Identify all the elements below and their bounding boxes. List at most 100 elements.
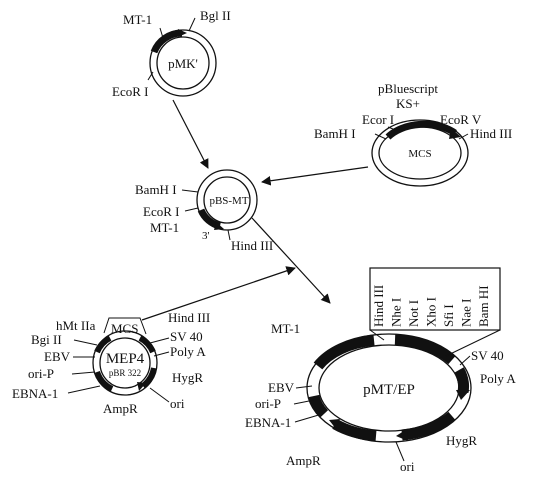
mep4-tick-bgl2 — [73, 339, 98, 346]
pbsmt-inner-ring — [203, 176, 251, 224]
pbluescript-label-hind3: Hind III — [470, 126, 512, 141]
pbsmt-label-3prime: 3' — [202, 230, 210, 242]
polylinker-box-frame — [369, 267, 501, 331]
mep4-label-orip: ori-P — [28, 366, 54, 381]
mep4-subname: pBR 322 — [109, 368, 141, 378]
pbsmt-label-hind3: Hind III — [231, 238, 273, 253]
mep4-tick-ebna1 — [67, 385, 101, 394]
mep4-inner-ring — [99, 337, 151, 389]
mep4-tick-orip — [71, 371, 96, 375]
pmk-tick-ecor1 — [147, 71, 154, 81]
pmtep-segment-sv40 — [454, 367, 470, 394]
pbsmt-tick-bamh1 — [181, 189, 199, 193]
pmk-label-bgl2: Bgl II — [200, 8, 231, 23]
pmtep-tick-sv40 — [459, 355, 471, 366]
pmtep-arrowhead-ampr — [329, 419, 340, 429]
pmk-insert-arrowhead — [178, 29, 187, 37]
pmtep-label-hygr: HygR — [446, 433, 477, 448]
pbsmt-label-bamh1: BamH I — [135, 182, 177, 197]
pmtep-tick-ebv — [295, 385, 313, 389]
mep4-tick-ori — [149, 387, 170, 403]
arrow-pbsmt-to-pmtep — [251, 217, 331, 304]
mep4-tick-polya — [153, 351, 170, 357]
pbluescript-outer-ring — [371, 119, 469, 187]
pmtep-segment-ampr — [332, 419, 377, 442]
polylinker-connector-left — [369, 329, 385, 341]
mep4-label-hmt2a: hMt IIa — [56, 318, 96, 333]
pmk-tick-mt1 — [159, 27, 164, 39]
pmk-label-mt1: MT-1 — [123, 12, 152, 27]
polylinker-site-0: Hind III — [371, 285, 386, 327]
pmtep-tick-ori — [395, 441, 405, 462]
pbsmt-tick-ecor1 — [184, 207, 199, 212]
mep4-label-ebv: EBV — [44, 349, 71, 364]
pmk-outer-ring — [149, 29, 217, 97]
pmtep-label-ori: ori — [400, 459, 415, 474]
pmtep-segment-hygr — [401, 411, 456, 441]
pmtep-tick-ebna1 — [294, 413, 323, 423]
pmtep-arrowhead-sv40 — [456, 390, 470, 400]
plasmid-pmtep: pMT/EP MT-1 SV 40 Poly A EBV ori-P EBNA-… — [245, 267, 516, 474]
mep4-label-mcs: MCS — [111, 321, 138, 336]
pmtep-label-sv40: SV 40 — [471, 348, 504, 363]
polylinker-site-6: Bam HI — [476, 285, 491, 327]
pbluescript-tick-ecor5 — [443, 126, 449, 131]
pbsmt-name: pBS-MT — [209, 195, 248, 207]
pbluescript-mcs-segment — [385, 120, 457, 140]
pbluescript-label-ecor5: EcoR V — [440, 112, 482, 127]
pmtep-outer-ring — [306, 333, 472, 443]
pbluescript-title-2: KS+ — [396, 96, 420, 111]
mep4-label-bgl2: Bgi II — [31, 332, 62, 347]
polylinker-connector-right — [445, 329, 501, 357]
pbluescript-tick-hind3 — [458, 133, 469, 140]
pmtep-label-orip: ori-P — [255, 396, 281, 411]
pmk-name: pMK' — [168, 56, 198, 71]
arrow-pbluescript-to-pbsmt — [261, 166, 369, 186]
pbluescript-mcs-label: MCS — [408, 148, 431, 160]
pmtep-name: pMT/EP — [363, 382, 415, 398]
pmk-tick-bgl2 — [188, 17, 196, 32]
pmtep-tick-orip — [293, 399, 315, 405]
pmtep-segment-ebna1 — [308, 394, 329, 418]
plasmid-pmk: pMK' MT-1 Bgl II EcoR I — [112, 8, 231, 99]
polylinker-site-5: Nae I — [459, 298, 474, 327]
plasmid-pbsmt: pBS-MT BamH I EcoR I MT-1 3' Hind III — [135, 169, 273, 253]
pmtep-segment-mt1 — [313, 334, 375, 370]
polylinker-site-3: Xho I — [424, 297, 439, 327]
pbsmt-mt1-arrowhead — [214, 222, 224, 230]
plasmid-mep4: MEP4 pBR 322 hMt IIa Bgi II EBV ori-P EB… — [12, 310, 210, 416]
pmk-inner-ring — [156, 36, 210, 90]
pmtep-segment-polylinker — [394, 334, 456, 365]
pbluescript-label-bamh1: BamH I — [314, 126, 356, 141]
arrow-mep4-to-pmtep — [141, 266, 296, 321]
mep4-label-polya: Poly A — [170, 344, 206, 359]
mep4-label-ori: ori — [170, 396, 185, 411]
mep4-label-hygr: HygR — [172, 370, 203, 385]
mep4-label-ampr: AmpR — [103, 401, 138, 416]
polylinker-site-4: Sfi I — [441, 304, 456, 327]
mep4-label-hind3: Hind III — [168, 310, 210, 325]
pmtep-label-ebna1: EBNA-1 — [245, 415, 291, 430]
pbsmt-label-ecor1: EcoR I — [143, 204, 179, 219]
pbsmt-label-mt1: MT-1 — [150, 220, 179, 235]
pbsmt-tick-hind3 — [227, 229, 231, 241]
pmtep-label-mt1: MT-1 — [271, 321, 300, 336]
arrow-pmk-to-pbsmt — [172, 99, 209, 169]
plasmid-pbluescript: pBluescript KS+ MCS Ecor I EcoR V BamH I… — [314, 81, 512, 187]
pbsmt-outer-ring — [196, 169, 258, 231]
polylinker-site-1: Nhe I — [389, 298, 404, 327]
pbluescript-tick-ecor1 — [387, 126, 399, 132]
mep4-tick-sv40 — [149, 337, 170, 344]
polylinker-site-2: Not I — [406, 300, 421, 327]
mep4-label-sv40: SV 40 — [170, 329, 203, 344]
pbluescript-title-1: pBluescript — [378, 81, 438, 96]
mep4-name: MEP4 — [106, 351, 145, 367]
pmtep-label-ampr: AmpR — [286, 453, 321, 468]
pbluescript-label-ecor1: Ecor I — [362, 112, 394, 127]
pbluescript-tick-bamh1 — [374, 133, 387, 140]
mep4-mcs-bracket — [103, 317, 147, 335]
pmtep-arrowhead-hygr — [396, 429, 408, 441]
